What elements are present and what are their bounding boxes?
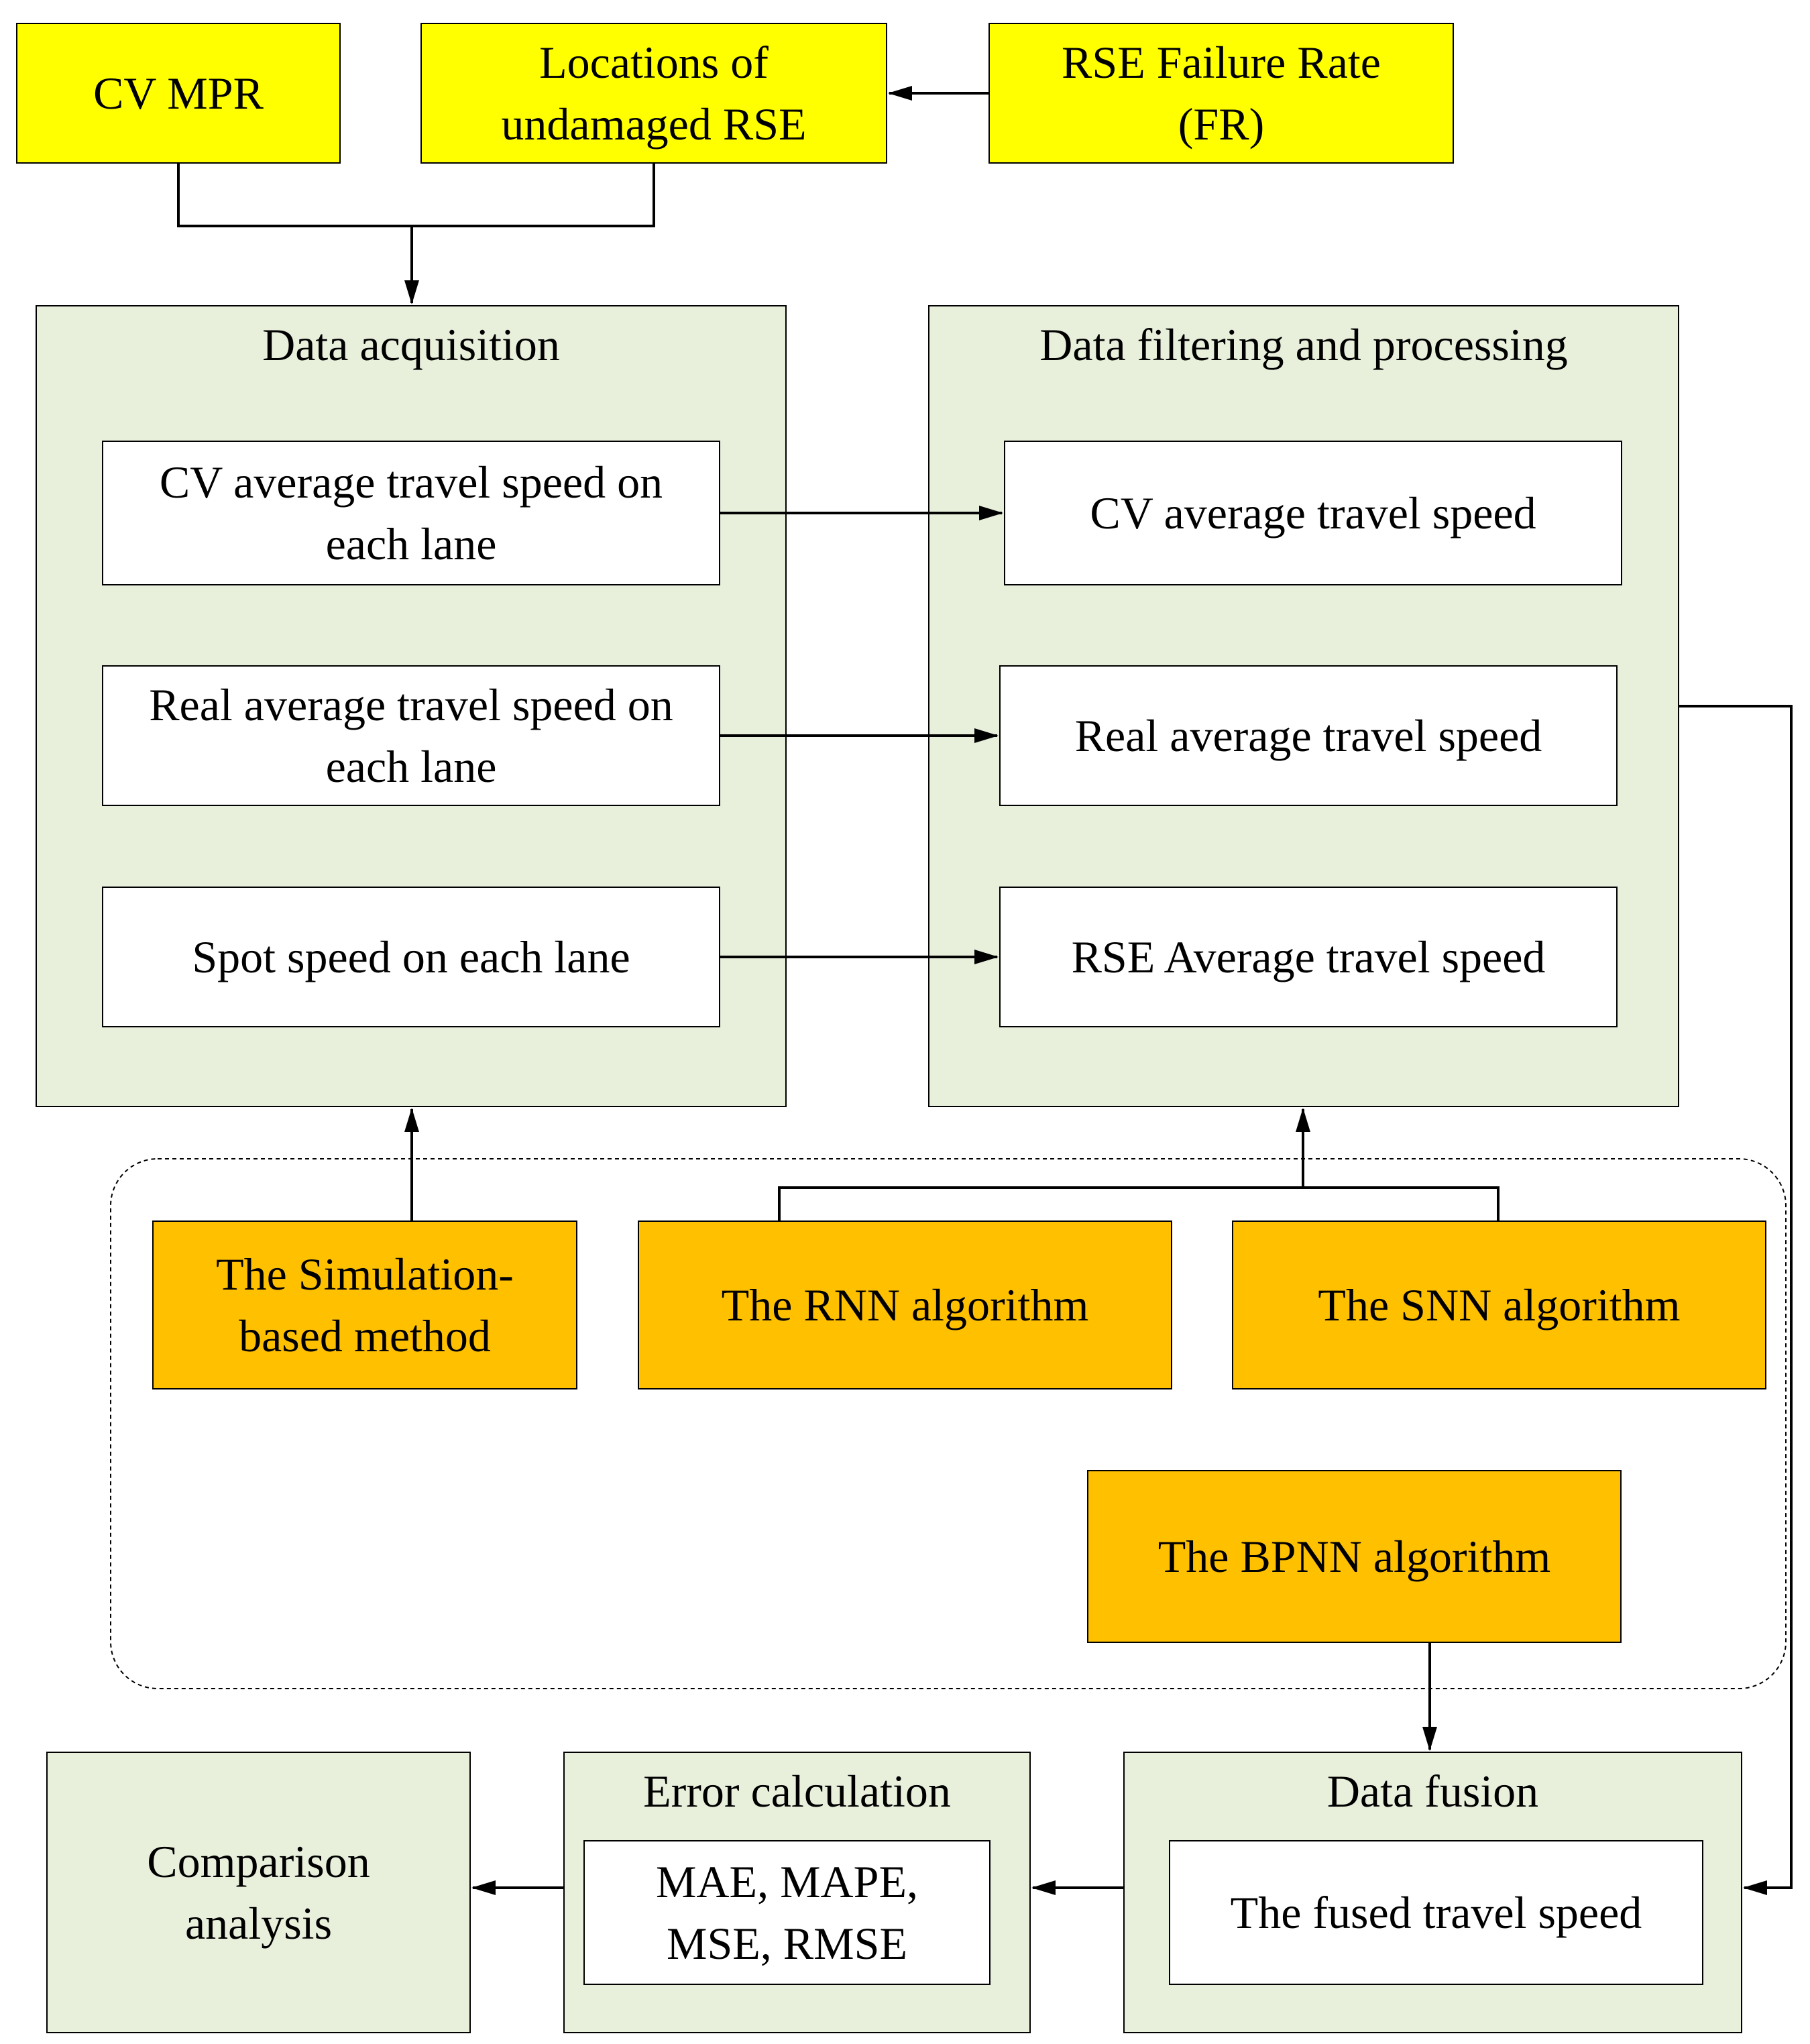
- rse-failure-rate-box: RSE Failure Rate (FR): [988, 23, 1454, 164]
- cv-average-speed-label: CV average travel speed: [1090, 488, 1536, 538]
- simulation-method-box: The Simulation- based method: [152, 1220, 577, 1389]
- undamaged-rse-locations-label: Locations of undamaged RSE: [501, 37, 807, 150]
- rse-failure-rate-label: RSE Failure Rate (FR): [1062, 37, 1381, 150]
- rnn-algorithm-label: The RNN algorithm: [721, 1280, 1089, 1330]
- fused-travel-speed-label: The fused travel speed: [1230, 1887, 1642, 1938]
- rnn-algorithm-box: The RNN algorithm: [638, 1220, 1172, 1389]
- real-speed-each-lane-label: Real average travel speed on each lane: [149, 679, 673, 792]
- cv-speed-each-lane-box: CV average travel speed on each lane: [102, 441, 720, 585]
- spot-speed-each-lane-label: Spot speed on each lane: [192, 931, 630, 982]
- real-average-speed-label: Real average travel speed: [1074, 710, 1542, 761]
- error-metrics-box: MAE, MAPE, MSE, RMSE: [583, 1840, 991, 1985]
- algorithm-group-frame: [110, 1158, 1787, 1689]
- comparison-analysis-label: Comparison analysis: [147, 1836, 370, 1949]
- error-metrics-label: MAE, MAPE, MSE, RMSE: [655, 1856, 919, 1969]
- undamaged-rse-locations-box: Locations of undamaged RSE: [420, 23, 887, 164]
- snn-algorithm-label: The SNN algorithm: [1318, 1280, 1681, 1330]
- cv-mpr-label: CV MPR: [93, 68, 264, 119]
- real-speed-each-lane-box: Real average travel speed on each lane: [102, 665, 720, 806]
- cv-speed-each-lane-label: CV average travel speed on each lane: [159, 457, 663, 569]
- real-average-speed-box: Real average travel speed: [999, 665, 1618, 806]
- data-filtering-title: Data filtering and processing: [1039, 319, 1568, 370]
- spot-speed-each-lane-box: Spot speed on each lane: [102, 887, 720, 1027]
- fused-travel-speed-box: The fused travel speed: [1169, 1840, 1703, 1985]
- data-acquisition-title: Data acquisition: [262, 319, 560, 370]
- bpnn-algorithm-label: The BPNN algorithm: [1157, 1531, 1551, 1582]
- snn-algorithm-box: The SNN algorithm: [1232, 1220, 1766, 1389]
- rse-average-speed-box: RSE Average travel speed: [999, 887, 1618, 1027]
- comparison-analysis-panel: Comparison analysis: [46, 1752, 471, 2033]
- error-calculation-title: Error calculation: [643, 1766, 951, 1817]
- data-fusion-title: Data fusion: [1326, 1766, 1539, 1817]
- simulation-method-label: The Simulation- based method: [216, 1249, 514, 1361]
- rse-average-speed-label: RSE Average travel speed: [1071, 931, 1546, 982]
- cv-average-speed-box: CV average travel speed: [1004, 441, 1622, 585]
- bpnn-algorithm-box: The BPNN algorithm: [1087, 1470, 1622, 1643]
- cv-mpr-box: CV MPR: [16, 23, 341, 164]
